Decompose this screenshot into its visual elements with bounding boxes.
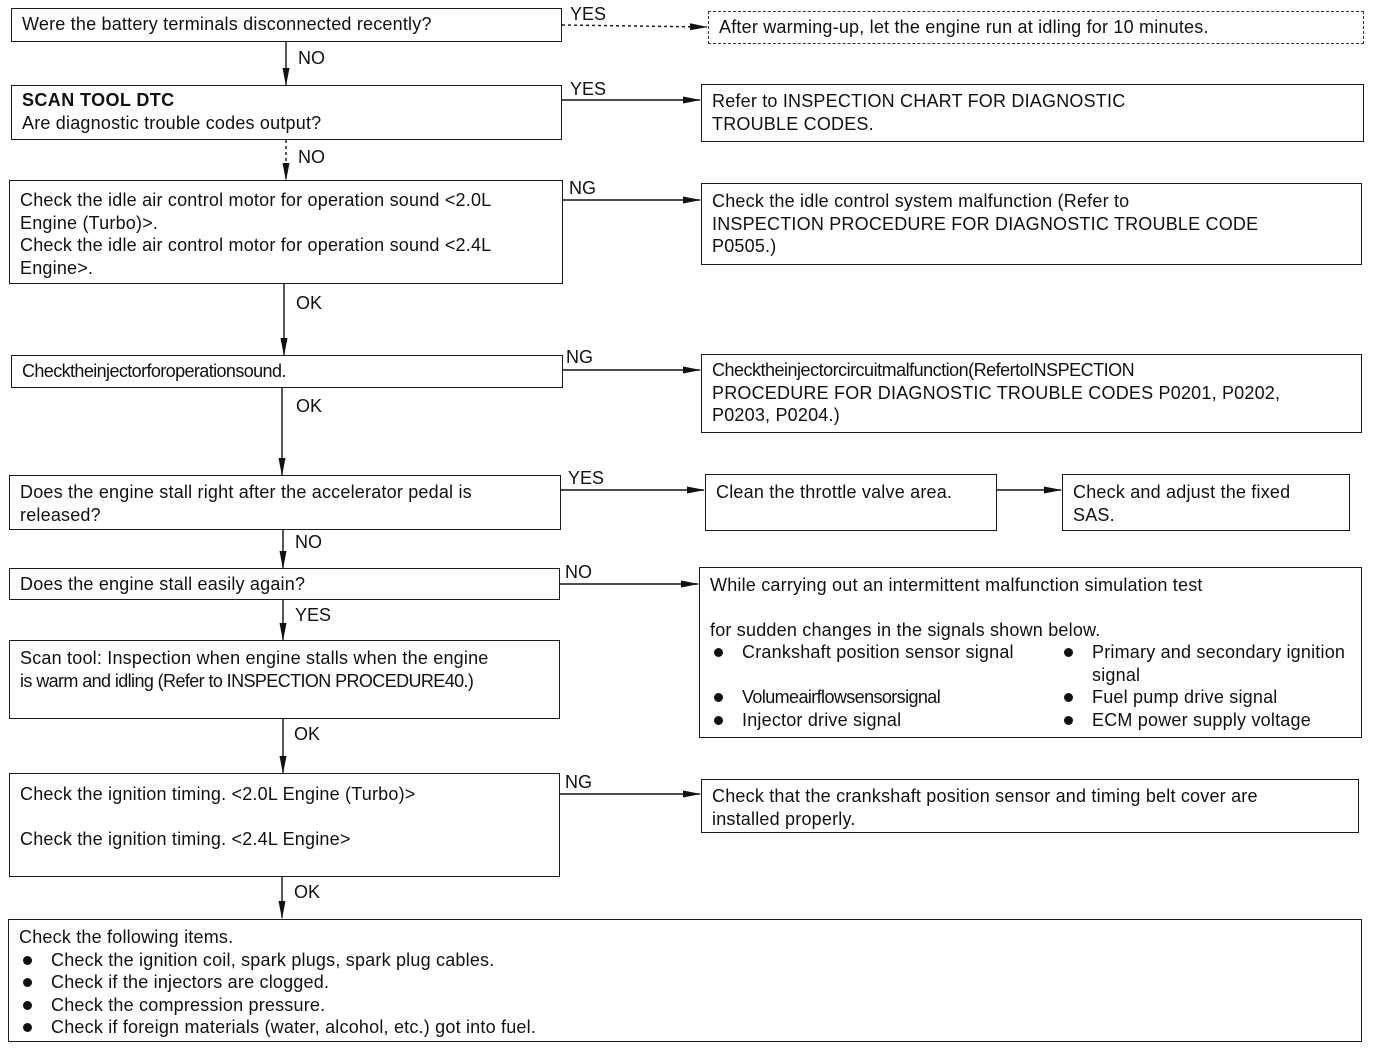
- final-check-item: Check the ignition coil, spark plugs, sp…: [19, 949, 1351, 972]
- idle-air-control-check-line-4: Engine>.: [20, 257, 94, 278]
- sas-adjust-line-1: Check and adjust the fixed: [1073, 482, 1291, 502]
- idle-air-control-check-line-2: Engine (Turbo)>.: [20, 212, 159, 233]
- idle-air-control-check-line-1: Check the idle air control motor for ope…: [20, 190, 492, 210]
- idle-control-result-box: Check the idle control system malfunctio…: [701, 183, 1362, 265]
- signal-item: ECM power supply voltage: [1060, 709, 1360, 732]
- injector-check-box: Checktheinjectorforoperationsound.: [11, 355, 563, 388]
- dtc-result-line-2: TROUBLE CODES.: [712, 113, 874, 134]
- branch-label-ok: OK: [294, 724, 321, 744]
- idle-air-control-check-box: Check the idle air control motor for ope…: [9, 180, 563, 284]
- idle-control-result-line-3: P0505.): [712, 236, 777, 256]
- signal-item: Primary and secondary ignition signal: [1060, 641, 1360, 686]
- branch-label-ok: OK: [296, 293, 323, 313]
- injector-result-line-3: P0203, P0204.): [712, 405, 840, 425]
- battery-question-box: Were the battery terminals disconnected …: [11, 8, 562, 42]
- stall-again-question: Does the engine stall easily again?: [20, 574, 306, 594]
- branch-label-yes: YES: [570, 79, 607, 99]
- throttle-clean-box: Clean the throttle valve area.: [705, 474, 997, 531]
- dtc-result-line-1: Refer to INSPECTION CHART FOR DIAGNOSTIC: [712, 91, 1126, 111]
- dtc-question-title: SCAN TOOL DTC: [22, 90, 175, 110]
- sas-adjust-line-2: SAS.: [1073, 504, 1115, 525]
- injector-result-line-2: PROCEDURE FOR DIAGNOSTIC TROUBLE CODES P…: [712, 382, 1281, 403]
- ignition-timing-check-box: Check the ignition timing. <2.0L Engine …: [9, 773, 560, 877]
- idle-control-result-line-1: Check the idle control system malfunctio…: [712, 191, 1130, 211]
- idle-control-result-line-2: INSPECTION PROCEDURE FOR DIAGNOSTIC TROU…: [712, 213, 1259, 234]
- intermittent-test-line-1: While carrying out an intermittent malfu…: [710, 575, 1203, 595]
- scan-tool-inspection-box: Scan tool: Inspection when engine stalls…: [9, 640, 560, 719]
- injector-result-box: Checktheinjectorcircuitmalfunction(Refer…: [701, 354, 1362, 433]
- signal-item: Crankshaft position sensor signal: [710, 641, 1060, 686]
- intermittent-test-line-2: for sudden changes in the signals shown …: [710, 619, 1101, 640]
- scan-tool-inspection-line-1: Scan tool: Inspection when engine stalls…: [20, 648, 489, 668]
- branch-label-no: NO: [298, 147, 325, 167]
- branch-label-ng: NG: [569, 178, 596, 198]
- stall-again-question-box: Does the engine stall easily again?: [9, 568, 560, 600]
- branch-label-ok: OK: [296, 396, 323, 416]
- branch-label-no: NO: [295, 532, 322, 552]
- ignition-timing-check-line-1: Check the ignition timing. <2.0L Engine …: [20, 784, 416, 804]
- signal-item: Injector drive signal: [710, 709, 1060, 732]
- final-check-list: Check the ignition coil, spark plugs, sp…: [19, 949, 1351, 1039]
- stall-question-box: Does the engine stall right after the ac…: [9, 475, 561, 530]
- crankshaft-sensor-result-box: Check that the crankshaft position senso…: [701, 779, 1359, 833]
- branch-label-no: NO: [565, 562, 592, 582]
- sas-adjust-box: Check and adjust the fixed SAS.: [1062, 474, 1350, 531]
- warmup-result: After warming-up, let the engine run at …: [719, 17, 1209, 37]
- branch-label-no: NO: [298, 48, 325, 68]
- scan-tool-inspection-line-2: is warm and idling (Refer to INSPECTION …: [20, 670, 474, 691]
- branch-label-ok: OK: [294, 882, 321, 902]
- ignition-timing-check-line-2: Check the ignition timing. <2.4L Engine>: [20, 828, 351, 849]
- dtc-result-box: Refer to INSPECTION CHART FOR DIAGNOSTIC…: [701, 84, 1364, 142]
- signal-item: Volumeairflowsensorsignal: [710, 686, 1060, 709]
- branch-label-yes: YES: [568, 468, 605, 488]
- branch-label-ng: NG: [566, 347, 593, 367]
- branch-label-ng: NG: [565, 772, 592, 792]
- injector-check: Checktheinjectorforoperationsound.: [22, 361, 286, 381]
- stall-question-line-2: released?: [20, 504, 101, 525]
- final-check-title: Check the following items.: [19, 927, 234, 947]
- signal-item: Fuel pump drive signal: [1060, 686, 1360, 709]
- final-check-item: Check if foreign materials (water, alcoh…: [19, 1016, 1351, 1039]
- battery-question: Were the battery terminals disconnected …: [22, 14, 432, 34]
- branch-label-yes: YES: [295, 605, 332, 625]
- branch-label-yes: YES: [570, 4, 607, 24]
- signal-list: Crankshaft position sensor signal Primar…: [710, 641, 1351, 731]
- warmup-result-box: After warming-up, let the engine run at …: [708, 11, 1364, 44]
- dtc-question-text: Are diagnostic trouble codes output?: [22, 112, 322, 133]
- final-check-items-box: Check the following items. Check the ign…: [8, 919, 1362, 1042]
- crankshaft-sensor-result-line-1: Check that the crankshaft position senso…: [712, 786, 1258, 806]
- dtc-question-box: SCAN TOOL DTC Are diagnostic trouble cod…: [11, 85, 562, 140]
- stall-question-line-1: Does the engine stall right after the ac…: [20, 482, 472, 502]
- final-check-item: Check if the injectors are clogged.: [19, 971, 1351, 994]
- throttle-clean: Clean the throttle valve area.: [716, 482, 953, 502]
- final-check-item: Check the compression pressure.: [19, 994, 1351, 1017]
- idle-air-control-check-line-3: Check the idle air control motor for ope…: [20, 235, 492, 255]
- injector-result-line-1: Checktheinjectorcircuitmalfunction(Refer…: [712, 360, 1135, 380]
- intermittent-test-box: While carrying out an intermittent malfu…: [699, 567, 1362, 738]
- crankshaft-sensor-result-line-2: installed properly.: [712, 808, 856, 829]
